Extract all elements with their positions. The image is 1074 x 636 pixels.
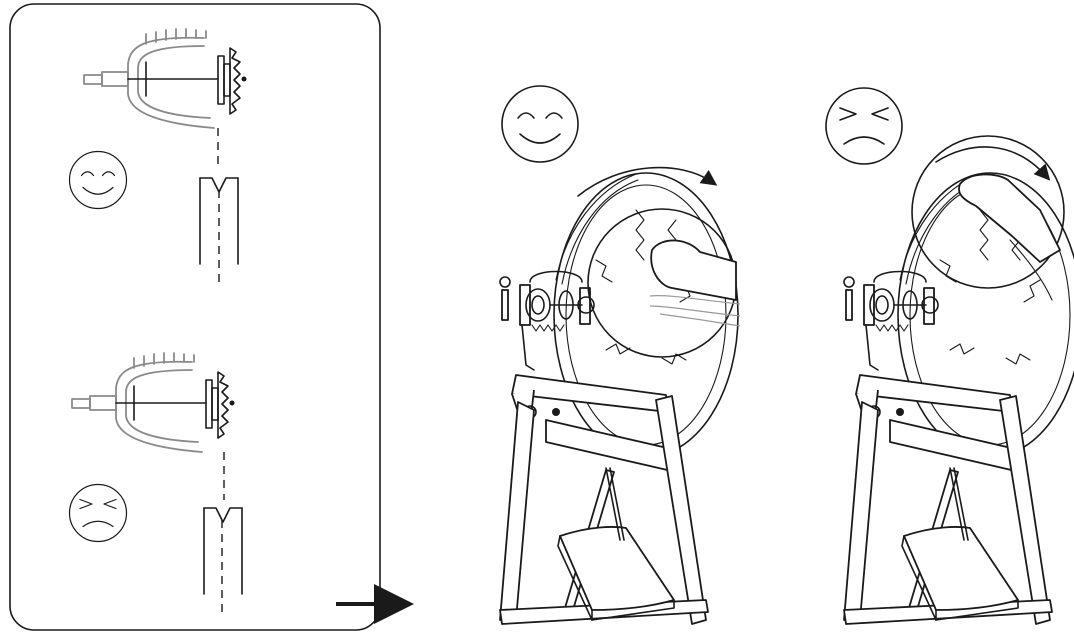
happy-face-icon [70, 152, 127, 209]
flyer-misaligned [72, 353, 235, 452]
unhappy-face-icon [70, 485, 127, 542]
unhappy-face-icon [826, 88, 902, 164]
happy-face-icon [502, 86, 578, 162]
hand-on-wheel-bad [959, 174, 1060, 300]
rotation-arrow-icon [936, 147, 1046, 176]
inset-panel-frame [10, 4, 380, 630]
flyer-aligned [84, 29, 247, 128]
groove-misaligned [204, 508, 242, 594]
spinning-wheel-good [500, 173, 738, 624]
